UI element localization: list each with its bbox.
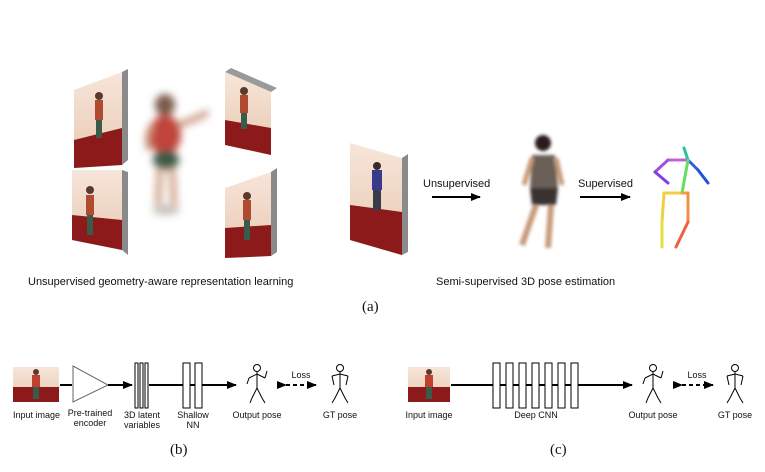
label-unsupervised-arrow: Unsupervised [423,178,491,190]
view-photo-bottom-left [72,170,128,255]
label-output-pose-b: Output pose [232,410,282,420]
label-supervised-arrow: Supervised [578,178,634,190]
gt-pose-figure-c [726,364,744,404]
output-pose-figure-c [642,364,664,404]
subfigure-label-a: (a) [362,299,379,315]
view-photo-top-left [74,69,128,168]
label-deep-cnn-c: Deep CNN [514,410,558,420]
input-image-c [408,367,450,402]
skeleton-3d-pose [653,146,710,249]
view-photo-bottom-right [225,168,277,258]
caption-right-top: Semi-supervised 3D pose estimation [436,276,616,288]
label-loss-b: Loss [291,370,311,380]
view-photo-top-right [225,68,277,155]
reconstructed-person [519,135,565,249]
label-input-image-b: Input image [12,410,61,420]
label-gt-pose-c: GT pose [717,410,753,420]
input-photo-semi [350,143,408,255]
subfigure-label-c: (c) [550,442,567,458]
caption-left-top: Unsupervised geometry-aware representati… [28,276,294,288]
label-loss-c: Loss [687,370,707,380]
output-pose-figure-b [246,364,268,404]
label-input-image-c: Input image [405,410,453,420]
input-image-b [13,367,59,402]
subfigure-label-b: (b) [170,442,188,458]
label-output-pose-c: Output pose [628,410,678,420]
gt-pose-figure-b [331,364,349,404]
label-gt-pose-b: GT pose [322,410,358,420]
pretrained-encoder-shape [72,365,110,403]
latent-variables-shape [134,362,149,409]
blurred-person-representation [144,94,210,215]
